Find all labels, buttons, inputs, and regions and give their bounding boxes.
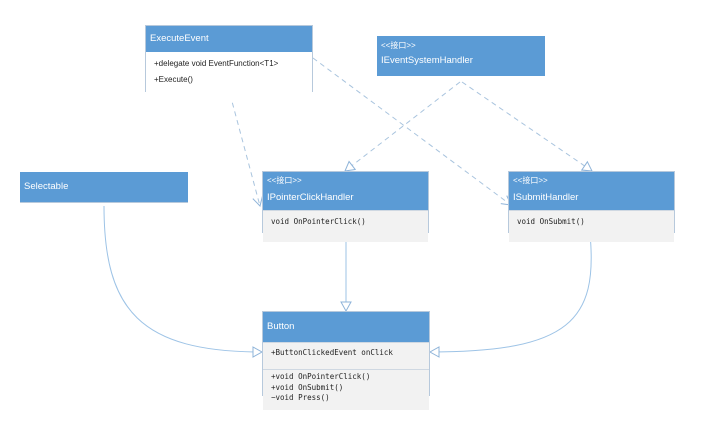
class-header: ExecuteEvent: [146, 26, 312, 52]
class-button[interactable]: Button +ButtonClickedEvent onClick +void…: [262, 311, 430, 410]
edge-isubmithandler-to-ieventsystemhandler: [461, 81, 593, 172]
member-row: +Execute(): [154, 75, 193, 84]
class-attributes: +ButtonClickedEvent onClick: [263, 342, 429, 369]
method-row: +void OnPointerClick(): [271, 372, 371, 381]
edge-isubmithandler-to-button: [428, 233, 592, 358]
class-header: <<接口>> IEventSystemHandler: [377, 36, 545, 76]
class-ipointerclickhandler[interactable]: <<接口>> IPointerClickHandler void OnPoint…: [262, 171, 429, 242]
class-header: <<接口>> ISubmitHandler: [509, 172, 674, 210]
edge-ipointerclickhandler-to-ieventsystemhandler: [344, 81, 461, 172]
method-row: void OnPointerClick(): [271, 217, 366, 226]
class-methods: void OnSubmit(): [509, 210, 674, 242]
class-stereotype: <<接口>>: [513, 176, 548, 185]
method-row: −void Press(): [271, 393, 330, 402]
class-name: Selectable: [24, 181, 69, 192]
edge-executeevent-to-ipointerclickhandler: [229, 93, 263, 207]
class-name: IEventSystemHandler: [381, 55, 473, 66]
class-header: Button: [263, 312, 429, 342]
method-row: +void OnSubmit(): [271, 382, 344, 392]
member-row: +delegate void EventFunction<T1>: [154, 59, 279, 68]
class-name: ExecuteEvent: [150, 33, 209, 44]
method-row: void OnSubmit(): [517, 217, 585, 226]
class-isubmithandler[interactable]: <<接口>> ISubmitHandler void OnSubmit(): [508, 171, 675, 242]
class-stereotype: <<接口>>: [267, 176, 302, 185]
edge-selectable-to-button: [103, 205, 264, 358]
class-header: Selectable: [20, 172, 188, 202]
class-methods: void OnPointerClick(): [263, 210, 428, 242]
class-executeevent[interactable]: ExecuteEvent +delegate void EventFunctio…: [145, 25, 313, 101]
class-selectable[interactable]: Selectable: [20, 172, 188, 203]
class-methods: +void OnPointerClick() +void OnSubmit() …: [263, 369, 429, 410]
class-name: Button: [267, 321, 295, 332]
class-name: ISubmitHandler: [513, 192, 579, 203]
class-stereotype: <<接口>>: [381, 41, 416, 50]
class-members: +delegate void EventFunction<T1> +Execut…: [146, 52, 312, 101]
class-ieventsystemhandler[interactable]: <<接口>> IEventSystemHandler: [377, 36, 545, 76]
attribute-row: +ButtonClickedEvent onClick: [271, 348, 393, 357]
class-header: <<接口>> IPointerClickHandler: [263, 172, 428, 210]
class-name: IPointerClickHandler: [267, 192, 354, 203]
